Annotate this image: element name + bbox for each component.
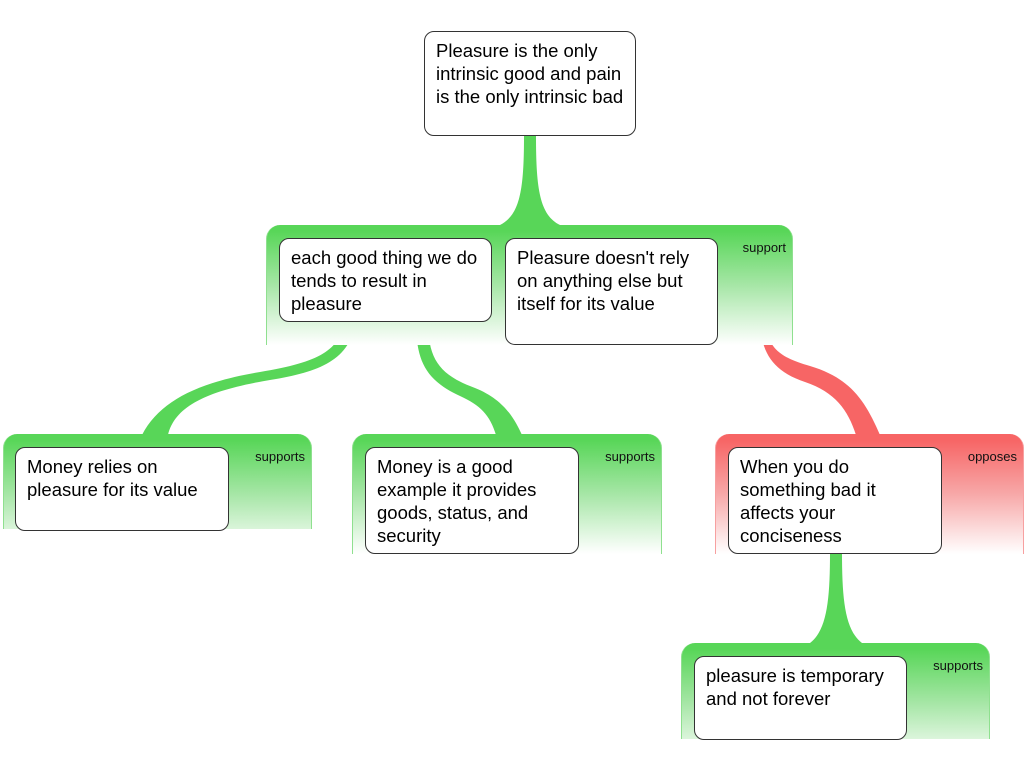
- relation-label: supports: [605, 449, 655, 464]
- claim-node-money-relies[interactable]: Money relies on pleasure for its value: [15, 447, 229, 531]
- connector-support: [810, 552, 862, 643]
- connector-support: [416, 321, 522, 435]
- claim-node-temporary[interactable]: pleasure is temporary and not forever: [694, 656, 907, 740]
- root-claim-node[interactable]: Pleasure is the only intrinsic good and …: [424, 31, 636, 136]
- claim-node-good-thing[interactable]: each good thing we do tends to result in…: [279, 238, 492, 322]
- connector-support: [142, 321, 356, 435]
- claim-node-bad-affects[interactable]: When you do something bad it affects you…: [728, 447, 942, 554]
- relation-label: supports: [933, 658, 983, 673]
- claim-node-money-good[interactable]: Money is a good example it provides good…: [365, 447, 579, 554]
- connector-oppose: [760, 316, 880, 435]
- relation-label: opposes: [967, 449, 1017, 464]
- connector-support: [500, 136, 560, 225]
- claim-node-pleasure-independent[interactable]: Pleasure doesn't rely on anything else b…: [505, 238, 718, 345]
- relation-label: supports: [255, 449, 305, 464]
- relation-label: support: [742, 240, 786, 255]
